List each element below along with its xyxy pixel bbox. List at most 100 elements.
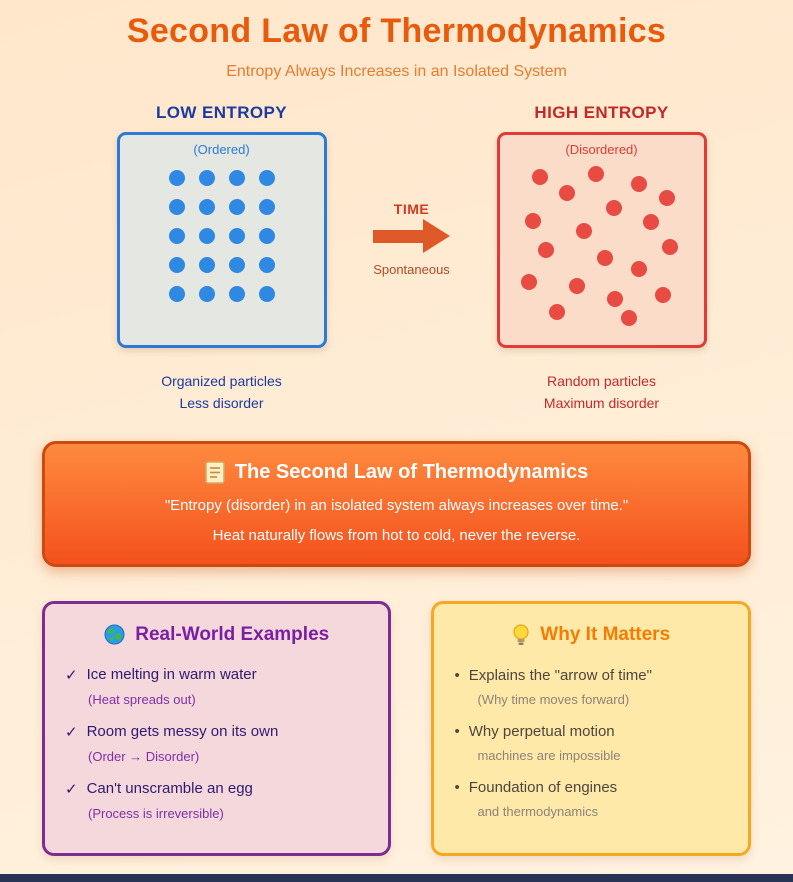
example-text: Ice melting in warm water [86,665,257,683]
example-note: (Process is irreversible) [88,805,224,821]
law-banner-title-row: The Second Law of Thermodynamics [69,461,724,484]
low-entropy-panel: LOW ENTROPY (Ordered) Organized particle… [116,103,327,415]
red-particle-dot [538,242,555,258]
red-particle-dot [621,310,638,327]
red-particle-dot [524,212,541,229]
disordered-label: (Disordered) [565,142,638,157]
globe-icon [104,624,125,645]
red-particle-dot [531,169,548,186]
red-particle-dot [559,185,576,202]
matters-note: machines are impossible [477,747,621,763]
blue-particle-dot [258,257,275,273]
blue-particle-dot [168,228,185,244]
blue-particle-dot [168,286,185,302]
red-particle-dot [521,274,538,291]
high-entropy-caption: Random particles Maximum disorder [544,370,659,415]
red-particle-dot [607,290,624,307]
red-particle-dot [658,190,675,207]
law-banner: The Second Law of Thermodynamics "Entrop… [42,440,751,567]
examples-card-title: Real-World Examples [135,623,330,645]
red-particle-dot [548,303,565,320]
blue-particle-dot [228,170,245,186]
bullet-icon: • [454,778,460,796]
blue-particle-dot [198,228,215,244]
red-particle-dot [596,250,613,267]
page-title: Second Law of Thermodynamics [126,12,667,50]
example-note: (Order → Disorder) [88,748,200,764]
high-entropy-heading: HIGH ENTROPY [534,103,669,122]
red-particle-dot [631,175,648,192]
red-particle-dot [605,199,622,216]
matters-item: • Why perpetual motion machines are impo… [454,723,728,763]
check-icon: ✓ [65,666,78,684]
blue-particle-dot [258,199,275,215]
law-quote: "Entropy (disorder) in an isolated syste… [164,496,629,514]
blue-particle-dot [168,170,185,186]
red-particle-dot [569,277,586,294]
high-caption-line1: Random particles [547,373,656,389]
example-item: ✓ Room gets messy on its own (Order → Di… [65,723,368,764]
info-cards-row: Real-World Examples ✓ Ice melting in war… [42,600,751,856]
example-text: Room gets messy on its own [86,722,279,740]
example-note: (Heat spreads out) [88,691,196,707]
arrow-body [373,229,423,243]
matters-note: (Why time moves forward) [477,691,630,707]
blue-particle-dot [228,286,245,302]
red-particle-dot [576,222,593,239]
blue-particle-dot [168,257,185,273]
red-particle-dot [631,261,648,278]
blue-particle-dot [228,228,245,244]
particle-row [168,170,275,186]
high-entropy-panel: HIGH ENTROPY (Disordered) Random particl… [496,103,707,415]
real-world-examples-card: Real-World Examples ✓ Ice melting in war… [42,600,392,856]
examples-title-row: Real-World Examples [65,624,368,646]
disordered-particle-field [516,165,688,331]
ordered-particle-grid [120,170,324,302]
blue-particle-dot [198,170,215,186]
blue-particle-dot [228,257,245,273]
page-subtitle: Entropy Always Increases in an Isolated … [226,63,567,80]
matters-card-title: Why It Matters [540,624,671,646]
red-particle-dot [662,238,679,255]
low-caption-line2: Less disorder [179,395,264,412]
time-arrow-group: TIME Spontaneous [327,103,497,415]
red-particle-dot [643,214,660,231]
matters-text: Foundation of engines [468,778,618,796]
particle-row [168,286,275,302]
spontaneous-label: Spontaneous [373,262,450,277]
matters-text: Why perpetual motion [468,722,615,740]
red-particle-dot [655,287,672,304]
matters-item: • Explains the "arrow of time" (Why time… [454,667,728,707]
law-heat-line: Heat naturally flows from hot to cold, n… [212,526,581,544]
time-arrow-icon [373,219,450,253]
blue-particle-dot [198,286,215,302]
entropy-diagram: LOW ENTROPY (Ordered) Organized particle… [0,103,793,415]
red-particle-dot [588,165,605,182]
blue-particle-dot [258,228,275,244]
arrow-head [423,219,450,253]
example-text: Can't unscramble an egg [86,779,253,797]
time-label: TIME [393,201,430,217]
blue-particle-dot [168,199,185,215]
example-item: ✓ Can't unscramble an egg (Process is ir… [65,780,368,821]
matters-item: • Foundation of engines and thermodynami… [454,779,728,819]
check-icon: ✓ [65,780,78,798]
blue-particle-dot [228,199,245,215]
particle-row [168,257,275,273]
disordered-particles-box: (Disordered) [496,132,707,348]
law-banner-title: The Second Law of Thermodynamics [234,460,589,483]
document-icon [205,461,225,484]
low-entropy-caption: Organized particles Less disorder [161,370,282,415]
matters-text: Explains the "arrow of time" [468,666,652,684]
high-caption-line2: Maximum disorder [543,395,660,412]
bullet-icon: • [454,666,460,684]
example-item: ✓ Ice melting in warm water (Heat spread… [65,666,368,707]
low-caption-line1: Organized particles [161,373,282,389]
ordered-particles-box: (Ordered) [116,132,327,348]
blue-particle-dot [198,199,215,215]
blue-particle-dot [258,170,275,186]
ordered-label: (Ordered) [193,142,250,157]
check-icon: ✓ [65,723,78,741]
matters-title-row: Why It Matters [454,624,728,647]
